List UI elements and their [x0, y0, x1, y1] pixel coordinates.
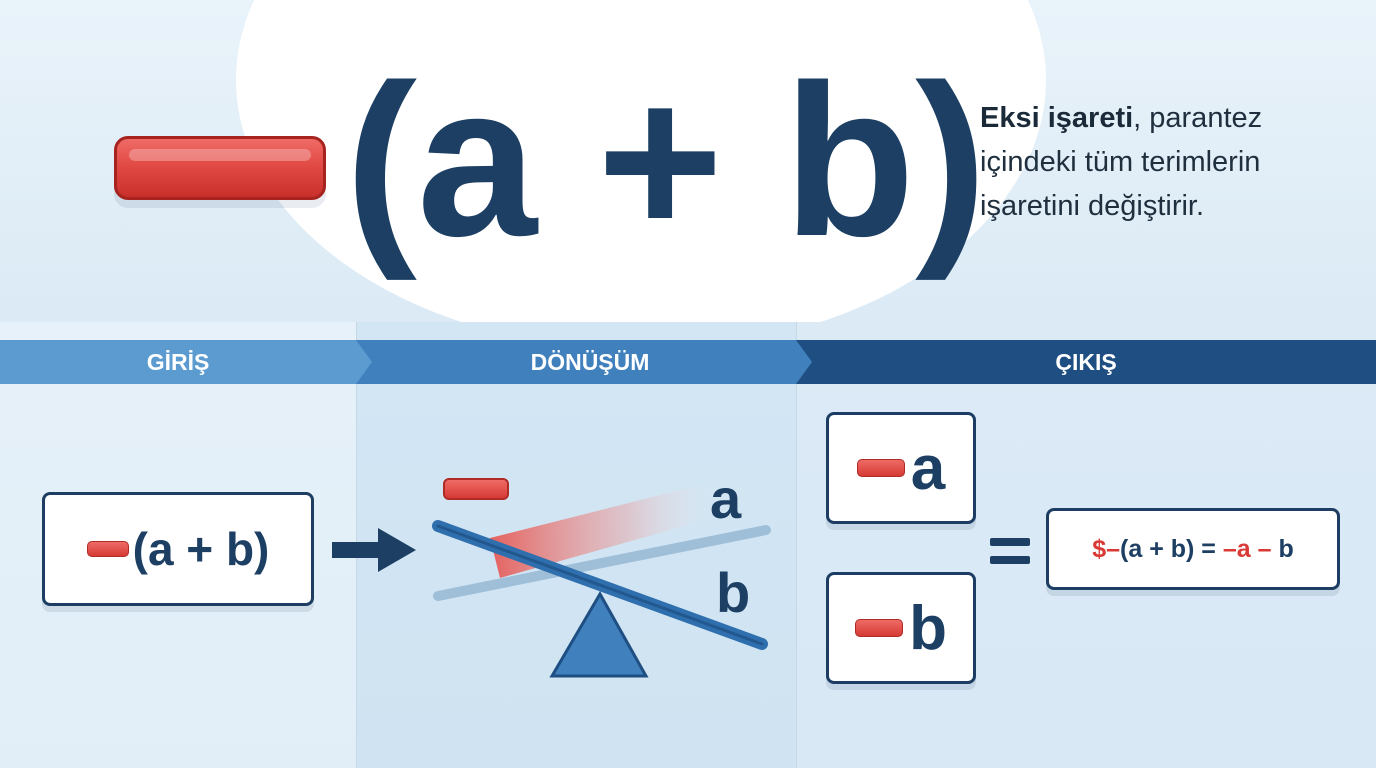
ghost-plank	[433, 525, 771, 601]
input-expression-card: (a + b)	[42, 492, 314, 606]
flip-beam	[490, 480, 720, 578]
output-term-a-card: a	[826, 412, 976, 524]
stage-segment-input	[0, 340, 372, 384]
result-neg-a: –a	[1222, 534, 1251, 563]
minus-sign	[855, 619, 904, 637]
result-prefix: $–	[1092, 534, 1121, 563]
hero-minus-sign	[114, 136, 326, 200]
caption-bold: Eksi işareti	[980, 102, 1134, 134]
seesaw-letter-b: b	[716, 561, 751, 624]
seesaw-illustration	[432, 480, 771, 678]
input-expression: (a + b)	[132, 523, 270, 575]
minus-sign	[856, 459, 905, 477]
seesaw-letter-a: a	[710, 467, 742, 530]
result-b: b	[1278, 534, 1294, 563]
hero-expression: (a + b)	[345, 39, 988, 281]
result-sep: –	[1250, 534, 1279, 563]
hero-caption: Eksi işareti, parantez içindeki tüm teri…	[980, 96, 1340, 228]
seesaw-fulcrum	[549, 590, 649, 678]
output-term-b-card: b	[826, 572, 976, 684]
equals-sign	[990, 538, 1030, 564]
seesaw-minus-sign	[443, 478, 509, 500]
stage-label-output: ÇIKIŞ	[1055, 349, 1117, 375]
stage-label-transform: DÖNÜŞÜM	[530, 349, 650, 375]
arrow-right-icon	[332, 528, 416, 572]
result-middle: (a + b) =	[1120, 534, 1223, 563]
stage-bar	[0, 340, 1376, 384]
minus-sign	[86, 541, 129, 557]
result-card: $–(a + b) = –a – b	[1046, 508, 1340, 590]
stage-label-input: GİRİŞ	[146, 349, 210, 375]
output-term-b: b	[909, 593, 947, 663]
output-term-a: a	[910, 433, 946, 503]
caption-rest: , parantez içindeki tüm terimlerin işare…	[980, 102, 1263, 222]
